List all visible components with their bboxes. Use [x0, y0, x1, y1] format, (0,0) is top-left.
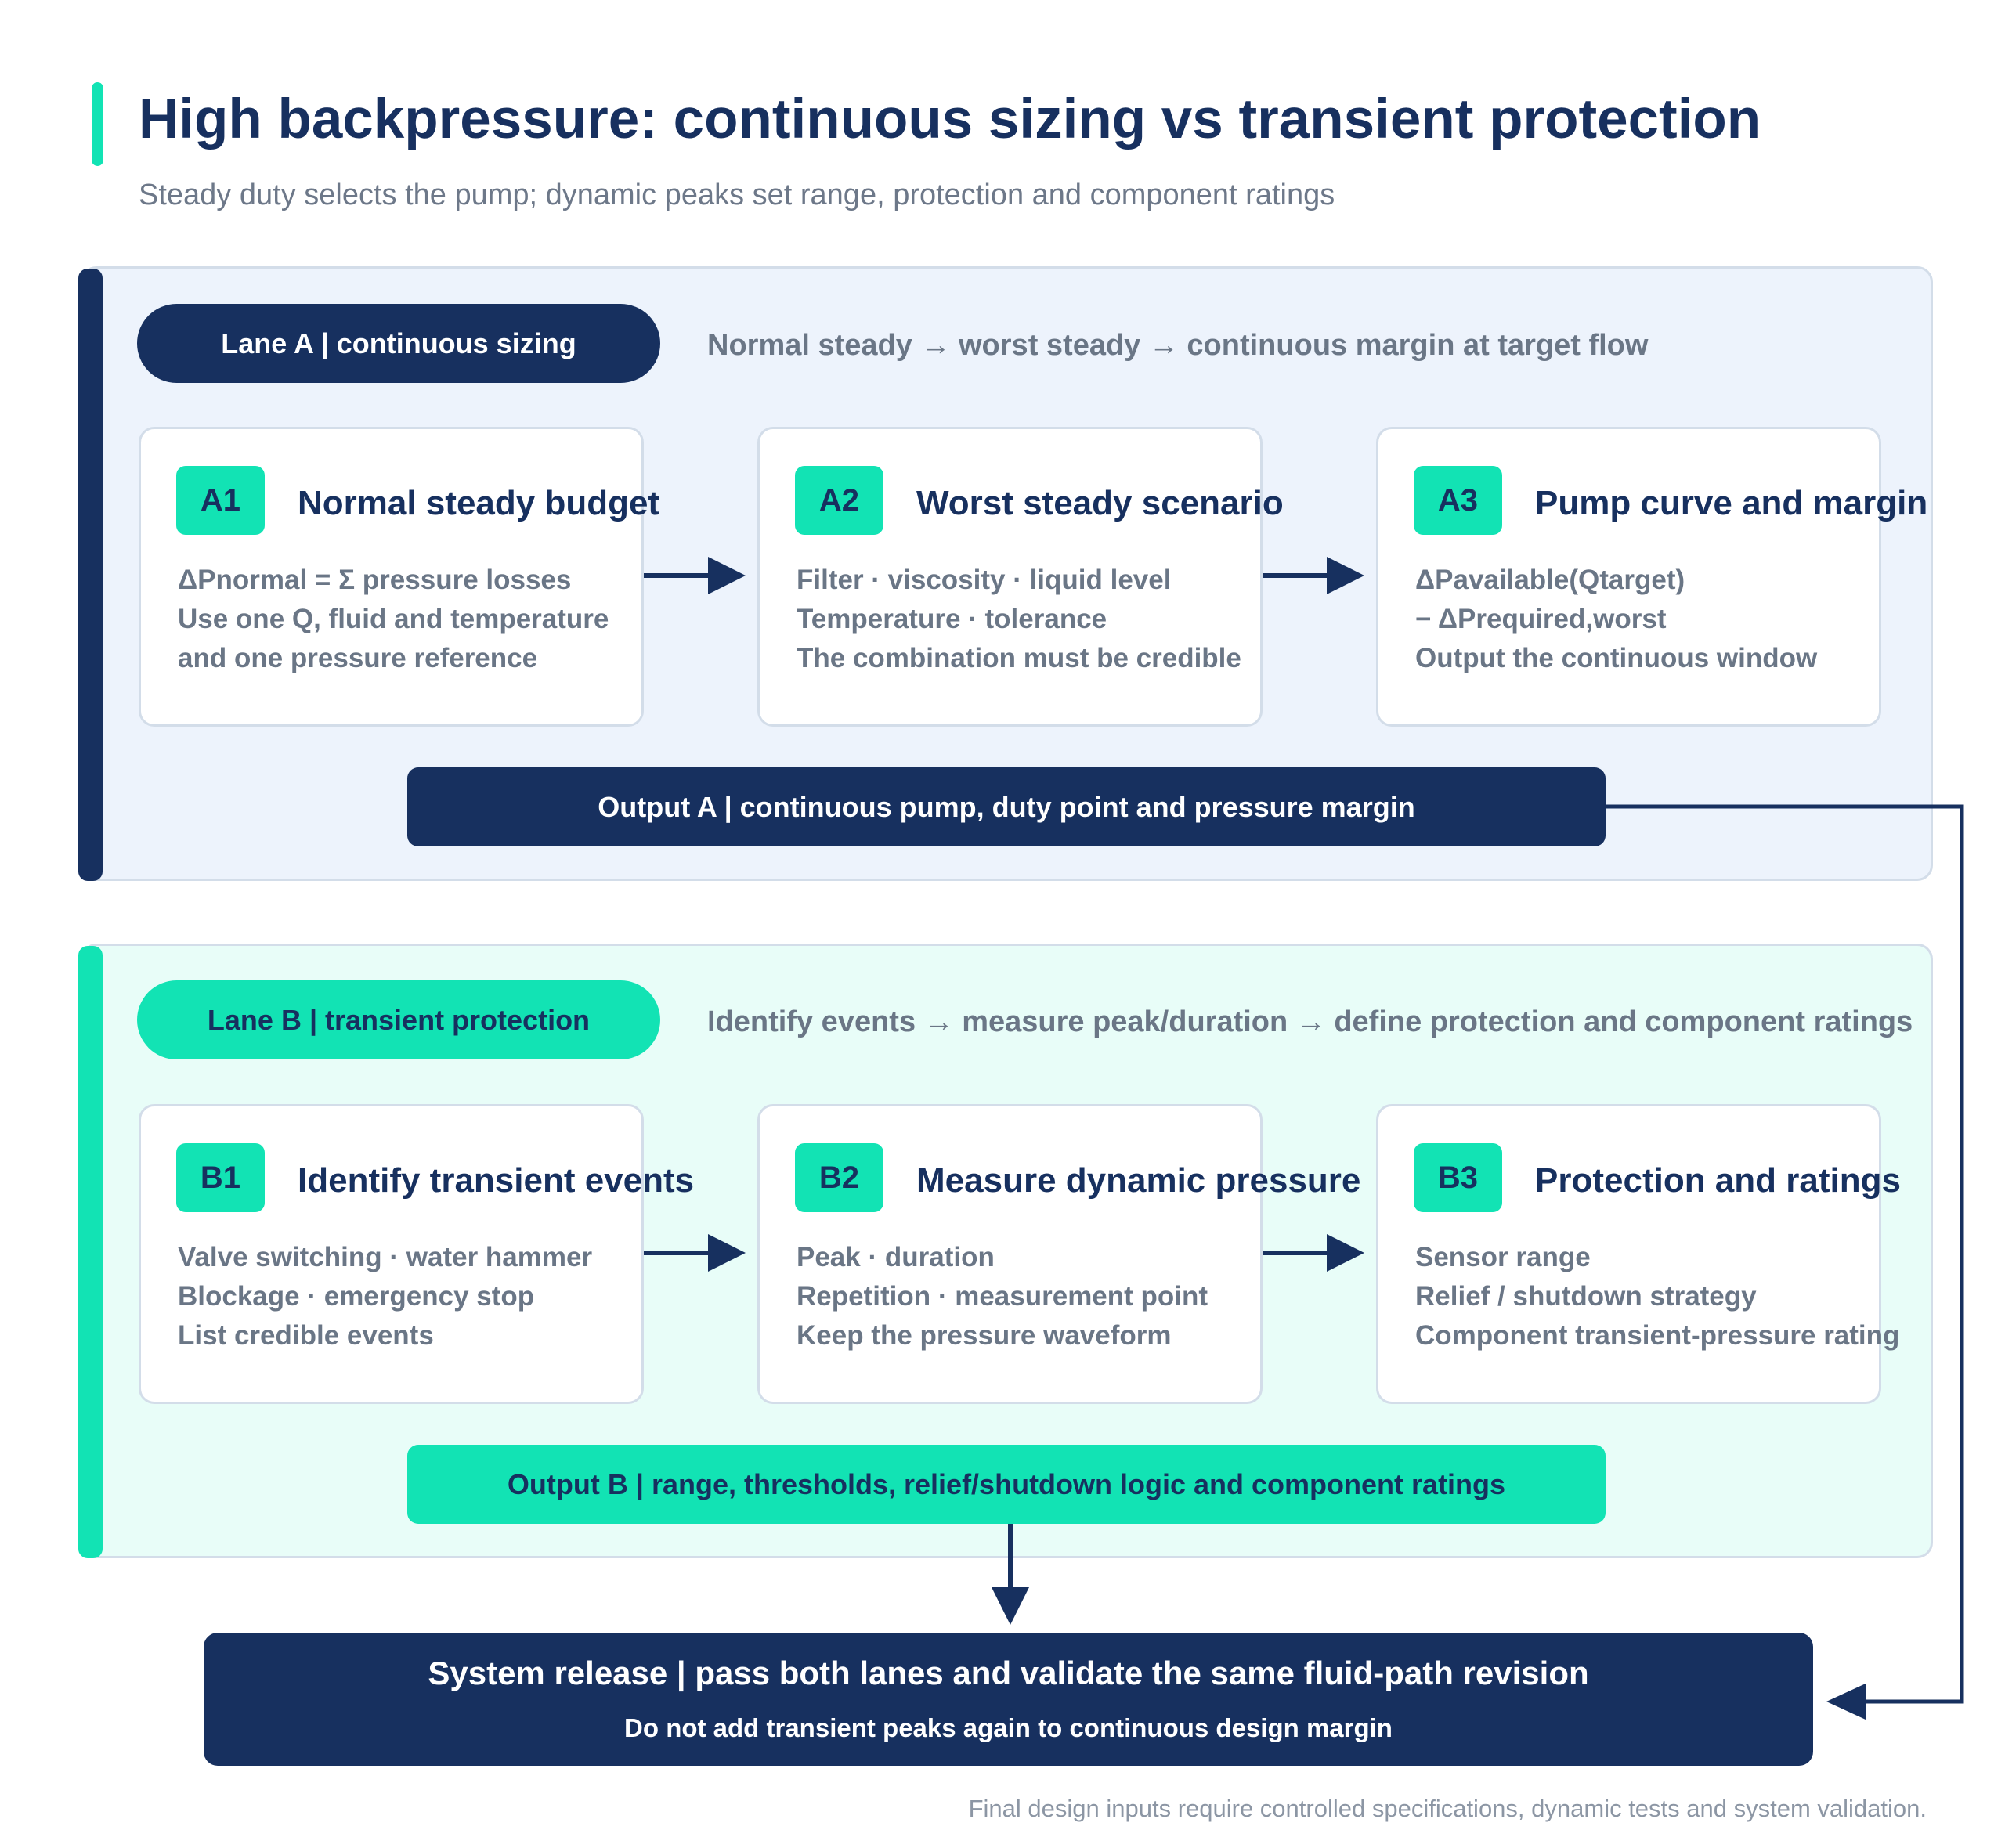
card-b1-line-3: List credible events [178, 1320, 434, 1351]
card-b3-line-2: Relief / shutdown strategy [1415, 1281, 1757, 1312]
lane-b-accent-bar [78, 946, 103, 1558]
lane-a-flow: Normal steady → worst steady → continuou… [707, 329, 1649, 362]
arrow-b1-b2 [644, 1234, 746, 1272]
release-title: System release | pass both lanes and val… [428, 1655, 1589, 1691]
card-a1-line-2: Use one Q, fluid and temperature [178, 604, 609, 634]
card-a3-line-1: ΔPavailable(Qtarget) [1415, 565, 1685, 595]
card-a2-tag: A2 [795, 466, 883, 535]
page-subtitle: Steady duty selects the pump; dynamic pe… [139, 179, 1335, 211]
card-a3: A3 Pump curve and margin ΔPavailable(Qta… [1376, 427, 1927, 727]
arrow-b2-b3 [1263, 1234, 1364, 1272]
lane-b-label: Lane B | transient protection [137, 980, 660, 1059]
card-a2: A2 Worst steady scenario Filter · viscos… [757, 427, 1284, 727]
release-subtitle: Do not add transient peaks again to cont… [624, 1713, 1393, 1742]
title-accent-bar [92, 82, 103, 166]
lane-a-accent-bar [78, 269, 103, 881]
card-b3-tag: B3 [1414, 1143, 1502, 1212]
card-b2-line-1: Peak · duration [797, 1242, 995, 1272]
card-b2-title: Measure dynamic pressure [916, 1161, 1361, 1200]
card-a3-tag: A3 [1414, 466, 1502, 535]
card-b3: B3 Protection and ratings Sensor range R… [1376, 1104, 1901, 1404]
card-b3-title: Protection and ratings [1535, 1161, 1901, 1200]
card-b3-line-3: Component transient-pressure rating [1415, 1320, 1900, 1351]
card-a1: A1 Normal steady budget ΔPnormal = Σ pre… [139, 427, 659, 727]
arrow-a2-a3 [1263, 557, 1364, 594]
output-a-bar: Output A | continuous pump, duty point a… [407, 767, 1606, 846]
system-release-box: System release | pass both lanes and val… [204, 1633, 1813, 1766]
card-a1-tag: A1 [176, 466, 265, 535]
card-a3-title: Pump curve and margin [1535, 484, 1928, 522]
arrow-a1-a2 [644, 557, 746, 594]
card-a3-line-2: − ΔPrequired,worst [1415, 604, 1667, 634]
page-title: High backpressure: continuous sizing vs … [139, 88, 1761, 150]
card-a2-line-2: Temperature · tolerance [797, 604, 1107, 634]
card-b2-line-2: Repetition · measurement point [797, 1281, 1208, 1312]
output-b-bar: Output B | range, thresholds, relief/shu… [407, 1445, 1606, 1524]
card-a1-line-3: and one pressure reference [178, 643, 538, 673]
card-a2-line-1: Filter · viscosity · liquid level [797, 565, 1172, 595]
lane-a-label: Lane A | continuous sizing [137, 304, 660, 383]
card-a2-line-3: The combination must be credible [797, 643, 1241, 673]
card-b1-tag: B1 [176, 1143, 265, 1212]
arrow-output-a-to-release [1606, 804, 1964, 1720]
card-b2-line-3: Keep the pressure waveform [797, 1320, 1172, 1351]
footnote: Final design inputs require controlled s… [968, 1795, 1927, 1822]
card-b1-line-1: Valve switching · water hammer [178, 1242, 593, 1272]
lane-b-flow: Identify events → measure peak/duration … [707, 1005, 1913, 1038]
card-a2-title: Worst steady scenario [916, 484, 1284, 522]
arrow-output-b-to-release [992, 1524, 1029, 1625]
card-a1-title: Normal steady budget [298, 484, 660, 522]
card-b2-tag: B2 [795, 1143, 883, 1212]
card-b3-line-1: Sensor range [1415, 1242, 1591, 1272]
card-b1: B1 Identify transient events Valve switc… [139, 1104, 694, 1404]
card-b1-title: Identify transient events [298, 1161, 695, 1200]
card-a1-line-1: ΔPnormal = Σ pressure losses [178, 565, 572, 595]
card-a3-line-3: Output the continuous window [1415, 643, 1818, 673]
card-b2: B2 Measure dynamic pressure Peak · durat… [757, 1104, 1360, 1404]
card-b1-line-2: Blockage · emergency stop [178, 1281, 535, 1312]
